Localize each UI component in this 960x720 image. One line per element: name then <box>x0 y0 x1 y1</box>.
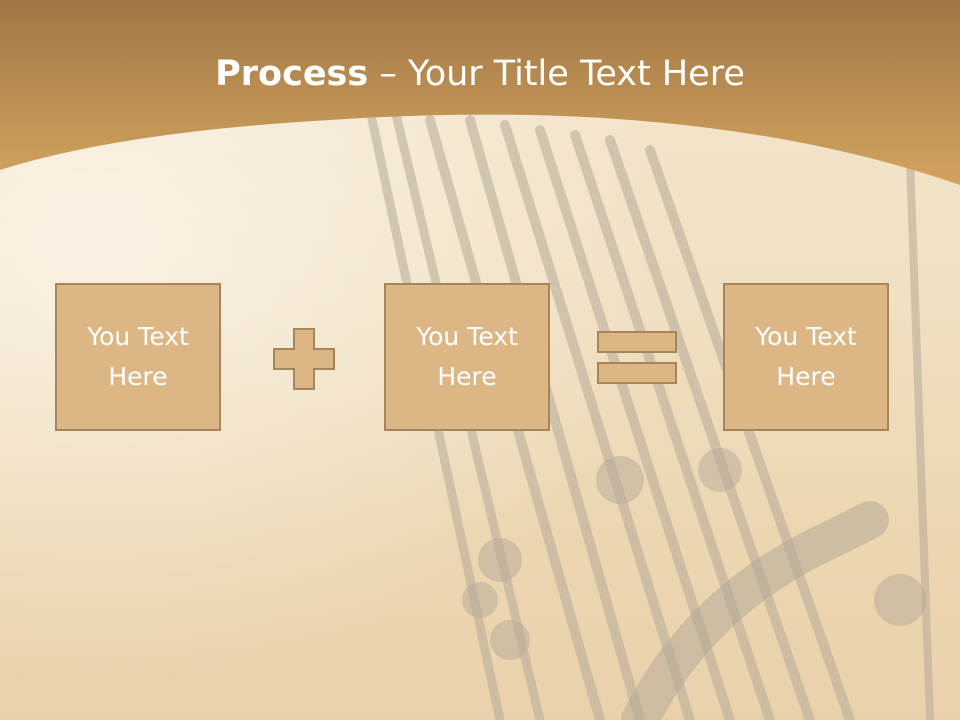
plus-icon <box>273 328 335 390</box>
step-text: You Text Here <box>416 322 518 391</box>
header-band <box>0 0 960 185</box>
step-text: You Text Here <box>87 322 189 391</box>
title-subtitle: – Your Title Text Here <box>368 54 745 94</box>
step-text: You Text Here <box>755 322 857 391</box>
process-step-box[interactable]: You Text Here <box>723 283 889 431</box>
title-bold: Process <box>215 54 369 94</box>
equals-icon <box>597 331 677 384</box>
page-title: Process – Your Title Text Here <box>0 52 960 96</box>
process-step-box[interactable]: You Text Here <box>384 283 550 431</box>
process-step-box[interactable]: You Text Here <box>55 283 221 431</box>
